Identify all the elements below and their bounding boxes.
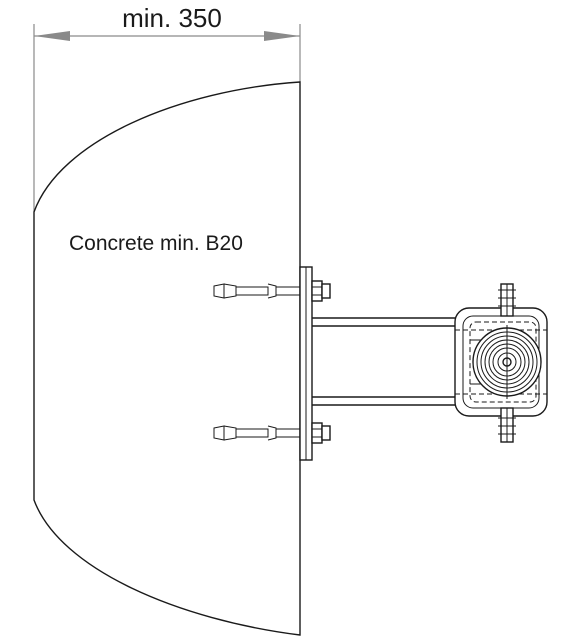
dimension-arrow-right [264, 31, 300, 41]
concrete-foundation [33, 81, 301, 636]
dimension-label: min. 350 [122, 3, 222, 33]
anchor-bolt-lower [213, 425, 300, 441]
dimension-annotation: min. 350 [33, 3, 301, 212]
anchor-bolt-upper [213, 283, 300, 299]
nut-lower [311, 422, 331, 444]
dimension-arrow-left [34, 31, 70, 41]
vertical-post [498, 283, 516, 443]
material-label: Concrete min. B20 [69, 232, 243, 255]
bracket-arm-lower [312, 396, 462, 406]
pipe-cross-section [472, 325, 542, 399]
nut-upper [311, 280, 331, 302]
bracket-arm-upper [312, 317, 462, 327]
base-plate [299, 266, 313, 461]
